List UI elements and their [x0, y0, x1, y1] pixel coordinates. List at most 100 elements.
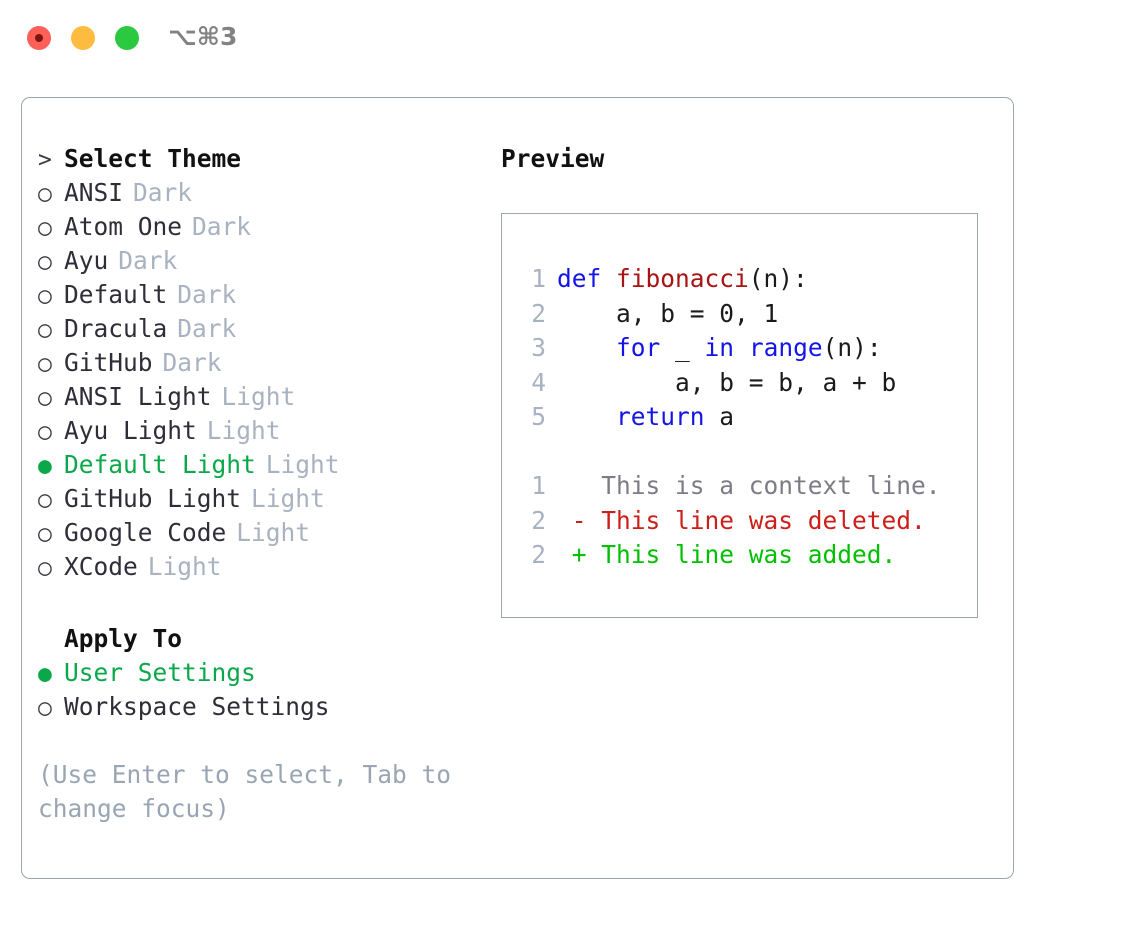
theme-item-variant: Dark — [118, 246, 178, 275]
theme-item-1[interactable]: ○ Atom One Dark — [38, 210, 478, 244]
theme-item-label: ANSI Light — [64, 382, 212, 411]
diff-line-2: 2 + This line was added. — [516, 538, 977, 573]
radio-unselected-icon: ○ — [38, 385, 52, 411]
apply-to-heading-label: Apply To — [64, 624, 183, 653]
code-line-number: 4 — [531, 367, 546, 397]
theme-item-label: Ayu — [64, 246, 109, 275]
theme-item-6[interactable]: ○ ANSI Light Light — [38, 380, 478, 414]
theme-item-variant: Light — [147, 552, 222, 581]
code-token-plain — [601, 264, 616, 293]
code-token-plain — [734, 333, 749, 362]
theme-item-3[interactable]: ○ Default Dark — [38, 278, 478, 312]
theme-item-variant: Light — [221, 382, 296, 411]
code-line-text: a, b = 0, 1 — [557, 297, 778, 332]
code-token-plain: _ — [660, 333, 705, 362]
code-token-plain: a — [704, 402, 735, 431]
radio-unselected-icon: ○ — [38, 181, 52, 207]
theme-item-variant: Light — [265, 450, 340, 479]
code-line-number: 2 — [531, 298, 546, 328]
theme-item-9[interactable]: ○ GitHub Light Light — [38, 482, 478, 516]
theme-list-heading-label: Select Theme — [64, 144, 242, 173]
code-line-number: 3 — [531, 333, 546, 362]
theme-item-7[interactable]: ○ Ayu Light Light — [38, 414, 478, 448]
diff-line-number: 2 — [531, 505, 546, 535]
code-token-plain — [557, 333, 616, 362]
theme-item-variant: Light — [206, 416, 281, 445]
theme-item-4[interactable]: ○ Dracula Dark — [38, 312, 478, 346]
code-line-number: 5 — [531, 402, 546, 431]
code-line-text: a, b = b, a + b — [557, 366, 896, 401]
title-bar: ⌥⌘3 — [0, 0, 1140, 78]
theme-item-label: Atom One — [64, 212, 183, 241]
theme-item-2[interactable]: ○ Ayu Dark — [38, 244, 478, 278]
code-line-3: 4 a, b = b, a + b — [516, 366, 977, 401]
diff-line-text-add: + This line was added. — [557, 540, 897, 569]
code-line-1: 2 a, b = 0, 1 — [516, 297, 977, 332]
radio-unselected-icon: ○ — [38, 317, 52, 343]
minimize-button[interactable] — [71, 26, 95, 50]
apply-to-item-1[interactable]: ○Workspace Settings — [38, 690, 478, 724]
theme-item-label: Ayu Light — [64, 416, 197, 445]
radio-unselected-icon: ○ — [38, 283, 52, 309]
maximize-button[interactable] — [115, 26, 139, 50]
radio-unselected-icon: ○ — [38, 351, 52, 377]
theme-item-label: Google Code — [64, 518, 227, 547]
code-line-4: 5 return a — [516, 400, 977, 435]
preview-title: Preview — [501, 144, 605, 173]
radio-selected-icon: ● — [38, 453, 52, 479]
code-token-plain: a, b = 0, 1 — [557, 298, 779, 328]
theme-item-8[interactable]: ● Default Light Light — [38, 448, 478, 482]
theme-item-variant: Dark — [177, 280, 237, 309]
theme-item-variant: Light — [251, 484, 325, 513]
diff-line-text-context: This is a context line. — [557, 471, 941, 500]
apply-to-item-0[interactable]: ● User Settings — [38, 656, 478, 690]
code-line-text: def fibonacci(n): — [557, 262, 808, 297]
diff-line-1: 2 - This line was deleted. — [516, 504, 977, 539]
code-diff-spacer — [516, 435, 977, 470]
theme-item-label: Default Light — [64, 450, 256, 479]
radio-unselected-icon: ○ — [38, 419, 52, 445]
radio-selected-icon: ● — [38, 661, 52, 687]
theme-item-label: XCode — [64, 552, 138, 581]
close-button[interactable] — [27, 26, 51, 50]
theme-item-variant: Dark — [177, 314, 237, 343]
diff-line-0: 1 This is a context line. — [516, 469, 977, 504]
theme-item-label: GitHub Light — [64, 484, 242, 513]
radio-unselected-icon: ○ — [38, 487, 52, 513]
radio-unselected-icon: ○ — [38, 249, 52, 275]
theme-item-variant: Dark — [162, 348, 222, 377]
theme-item-variant: Dark — [133, 178, 193, 207]
code-line-text: for _ in range(n): — [557, 331, 882, 366]
theme-item-label: Default — [64, 280, 168, 309]
help-text: (Use Enter to select, Tab to change focu… — [38, 760, 452, 823]
code-line-number: 1 — [531, 264, 546, 293]
theme-item-variant: Dark — [192, 212, 252, 241]
keyboard-shortcut-label: ⌥⌘3 — [168, 22, 238, 51]
diff-line-number: 1 — [531, 471, 546, 500]
code-token-fn: fibonacci — [616, 264, 749, 293]
diff-line-number: 2 — [531, 540, 546, 569]
code-line-text: return a — [557, 400, 734, 435]
code-line-2: 3 for _ in range(n): — [516, 331, 977, 366]
theme-list-heading: > Select Theme — [38, 142, 478, 176]
radio-unselected-icon: ○ — [38, 695, 52, 721]
code-token-kw: def — [557, 264, 602, 293]
diff-line-text-del: - This line was deleted. — [557, 505, 926, 535]
prompt-caret-icon: > — [38, 147, 52, 173]
theme-item-label: Dracula — [64, 314, 168, 343]
radio-unselected-icon: ○ — [38, 521, 52, 547]
code-token-kw: range — [748, 333, 823, 362]
apply-to-item-label: User Settings — [64, 658, 256, 687]
radio-unselected-icon: ○ — [38, 215, 52, 241]
code-token-plain: (n): — [822, 333, 882, 362]
code-line-0: 1 def fibonacci(n): — [516, 262, 977, 297]
apply-to-heading: Apply To — [38, 622, 478, 656]
